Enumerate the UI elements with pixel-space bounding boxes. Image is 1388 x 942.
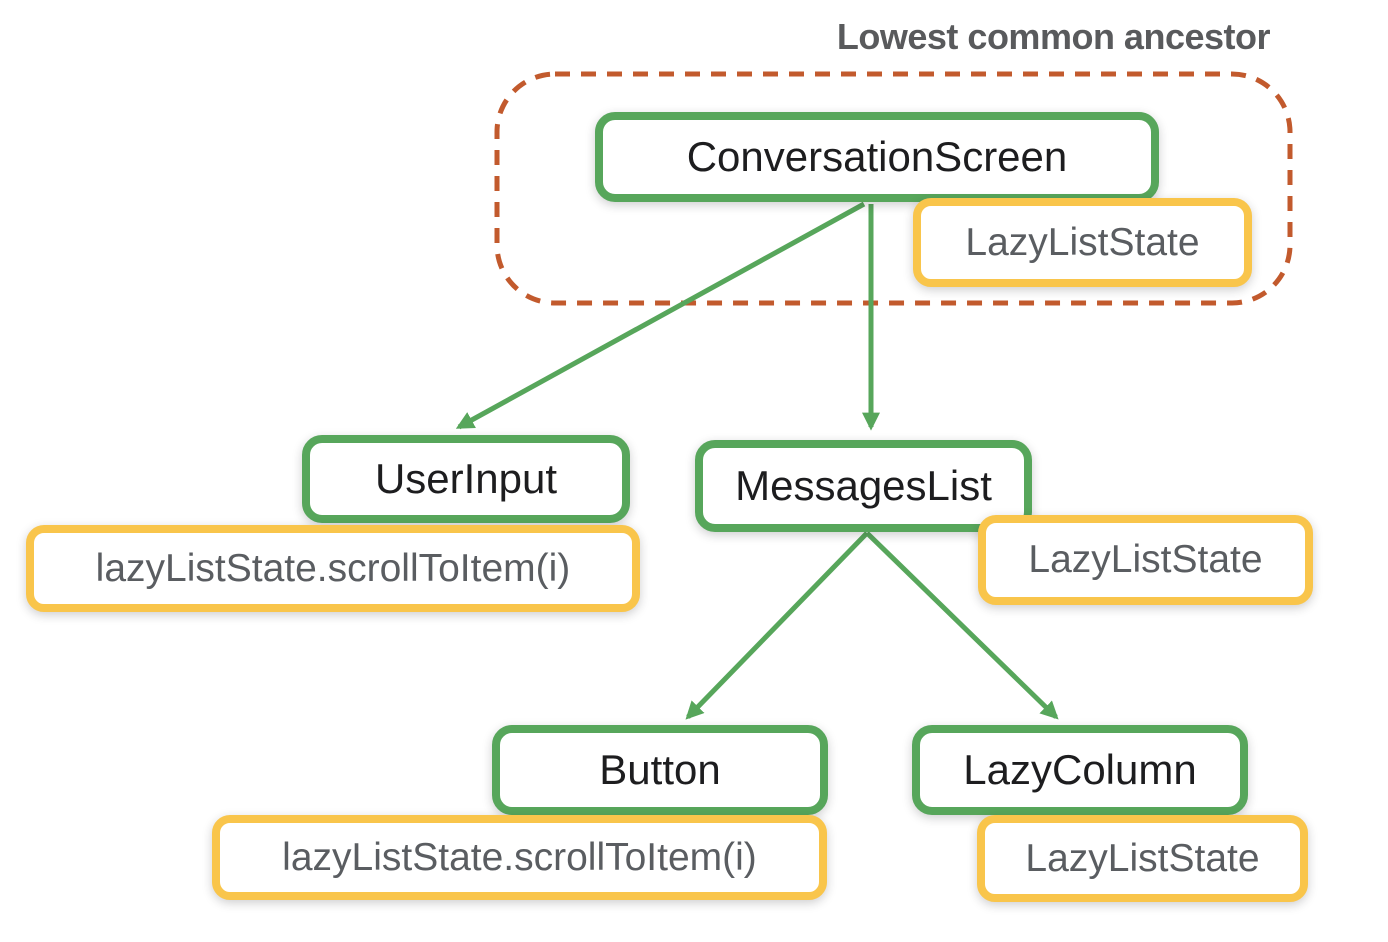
edge-messageslist-lazycolumn [865, 531, 1059, 720]
state-box-button: lazyListState.scrollToItem(i) [212, 815, 827, 900]
lowest-common-ancestor-outline [494, 71, 1293, 306]
node-messages-list-label: MessagesList [735, 462, 992, 509]
state-user-input-label: lazyListState.scrollToItem(i) [95, 546, 571, 590]
node-lazy-column-label: LazyColumn [963, 746, 1197, 793]
state-lazy-column-label: LazyListState [1025, 836, 1260, 880]
state-box-messages-list: LazyListState [978, 515, 1313, 605]
node-messages-list: MessagesList [695, 440, 1032, 532]
node-button: Button [492, 725, 828, 815]
state-box-conversation-screen: LazyListState [913, 198, 1252, 287]
lowest-common-ancestor-label: Lowest common ancestor [836, 16, 1271, 57]
edge-messageslist-button [685, 531, 869, 720]
node-button-label: Button [599, 746, 721, 793]
edge-conversationscreen-userinput [455, 201, 866, 430]
state-box-lazy-column: LazyListState [977, 815, 1308, 902]
node-user-input: UserInput [302, 435, 630, 523]
node-user-input-label: UserInput [374, 455, 558, 502]
state-messages-list-label: LazyListState [1028, 538, 1263, 581]
node-conversation-screen: ConversationScreen [595, 112, 1159, 202]
state-box-user-input: lazyListState.scrollToItem(i) [26, 525, 640, 612]
state-button-label: lazyListState.scrollToItem(i) [282, 835, 757, 879]
state-conversation-screen-label: LazyListState [965, 220, 1200, 264]
node-lazy-column: LazyColumn [912, 725, 1248, 815]
node-conversation-screen-label: ConversationScreen [686, 133, 1068, 180]
